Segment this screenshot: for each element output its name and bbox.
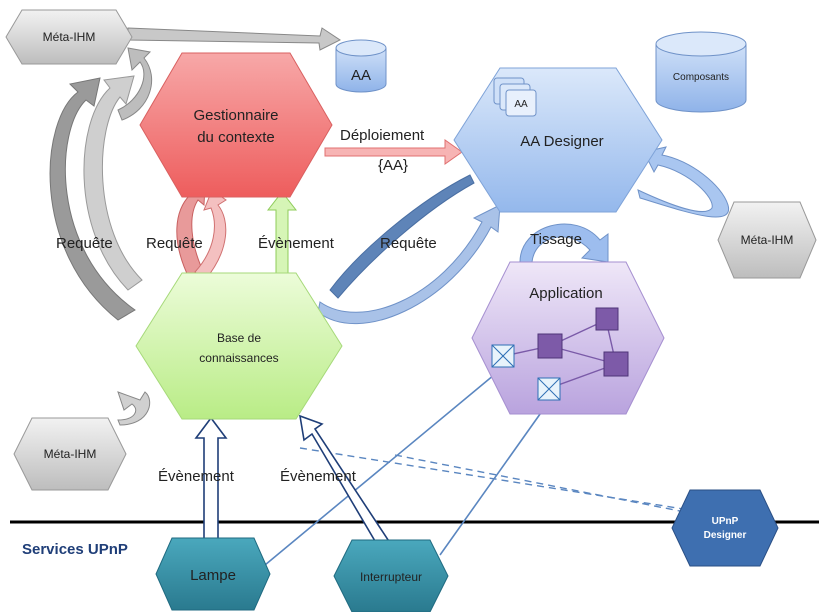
aa-designer-label: AA Designer — [520, 133, 603, 150]
lampe-node — [155, 537, 271, 611]
meta-ihm-bottom-node — [13, 417, 127, 491]
base-connaissances-node — [135, 272, 343, 420]
aa-card-stack — [493, 77, 537, 117]
application-label: Application — [529, 285, 602, 302]
meta-ihm-top-label: Méta-IHM — [43, 30, 96, 44]
interrupteur-event-arrow — [298, 414, 398, 560]
meta-ihm-right-node — [717, 201, 817, 279]
meta-ihm-bottom-label: Méta-IHM — [44, 447, 97, 461]
meta-to-aa-arrow — [127, 27, 341, 51]
gestionnaire-node — [139, 52, 333, 198]
meta-top-loop — [117, 47, 153, 121]
meta-bottom-loop — [117, 391, 151, 426]
deploiement-arrow — [324, 139, 463, 165]
interrupteur-node — [333, 539, 449, 612]
requete-loop-light — [83, 75, 143, 291]
component-x-box-2 — [537, 377, 561, 401]
evenement-bottom-label-2: Évènement — [280, 468, 357, 485]
requete-label-3: Requête — [380, 235, 437, 252]
composants-database — [655, 31, 747, 113]
aa-database — [335, 39, 387, 93]
dashed-link-2 — [394, 454, 686, 513]
gestionnaire-label-2: du contexte — [197, 129, 275, 146]
upnp-designer-node — [671, 489, 779, 567]
evenement-up-arrow — [266, 191, 298, 276]
lampe-label: Lampe — [190, 567, 236, 584]
base-label-2: connaissances — [199, 351, 278, 365]
evenement-top-label: Évènement — [258, 235, 335, 252]
services-upnp-label: Services UPnP — [22, 541, 128, 558]
gestionnaire-label-1: Gestionnaire — [193, 107, 278, 124]
tissage-arrow — [519, 223, 609, 263]
requete-blue-loop-front — [317, 204, 501, 325]
interrupteur-label: Interrupteur — [360, 570, 422, 584]
tissage-label: Tissage — [530, 231, 582, 248]
requete-label-2: Requête — [146, 235, 203, 252]
base-label-1: Base de — [217, 331, 261, 345]
evenement-bottom-label-1: Évènement — [158, 468, 235, 485]
meta-right-loop — [637, 146, 730, 218]
requete-label-1: Requête — [56, 235, 113, 252]
upnp-designer-label-2: Designer — [704, 530, 747, 541]
composants-db-label: Composants — [673, 72, 729, 83]
application-graph — [491, 307, 629, 401]
interrupteur-connector — [439, 399, 551, 556]
meta-ihm-top-node — [5, 9, 133, 65]
component-x-box-1 — [491, 344, 515, 368]
aa-card-label: AA — [514, 99, 528, 110]
requete-loop-dark — [49, 77, 136, 321]
upnp-designer-label-1: UPnP — [712, 516, 739, 527]
lampe-connector — [264, 364, 507, 566]
deploiement-label-1: Déploiement — [340, 127, 425, 144]
requete-blue-loop-back — [329, 174, 475, 299]
aa-db-label: AA — [351, 67, 371, 84]
meta-ihm-right-label: Méta-IHM — [741, 233, 794, 247]
deploiement-label-2: {AA} — [378, 157, 408, 174]
